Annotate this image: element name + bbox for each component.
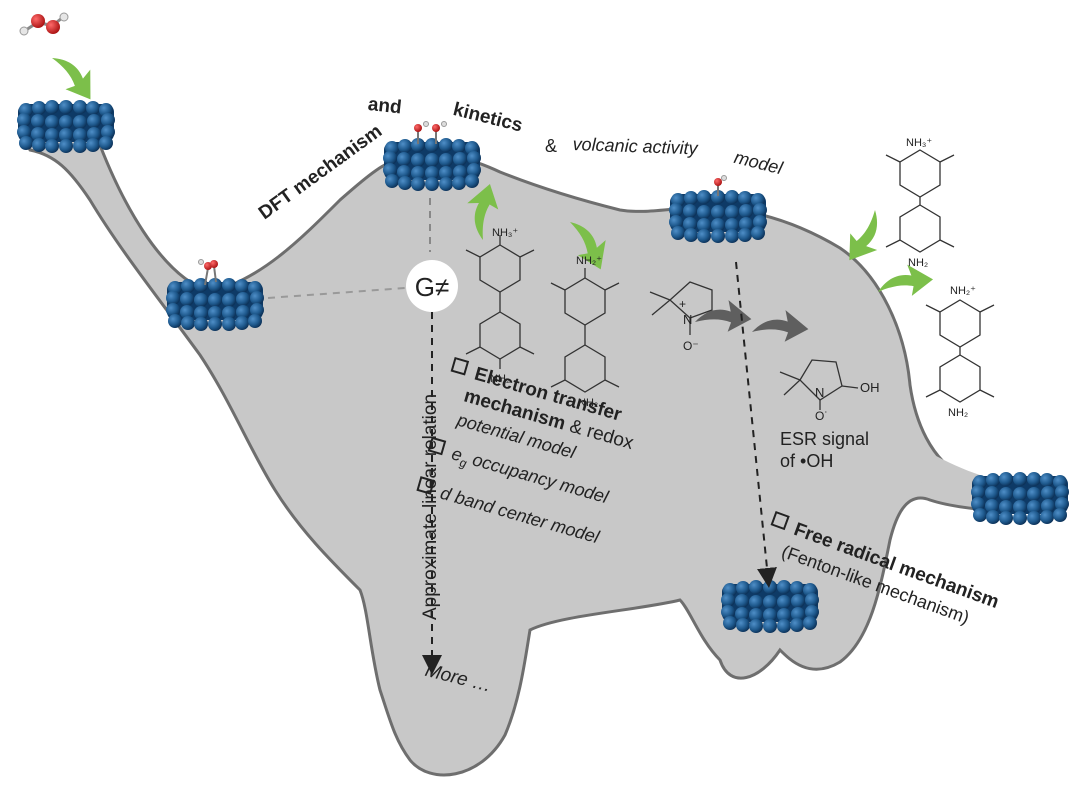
checkbox-icon [427,436,447,456]
nh2-plus-label: NH₂⁺ [576,255,602,267]
n-label: N [683,312,692,327]
and-label: and [366,94,403,119]
checkbox-icon [416,475,436,495]
plus-label: + [679,297,686,311]
o-radical-label: O˙ [815,409,828,423]
checkbox-icon [450,356,470,376]
molecule-tmb-2 [550,268,620,393]
tail-shape [880,420,990,505]
oh-label: OH [860,380,880,395]
molecule-tmb-1 [465,235,535,369]
g-activation-label: G≠ [415,272,450,302]
nh2-label: NH₂ [908,257,928,269]
nh2-plus-label: NH₂⁺ [950,285,976,297]
nh2-label: NH₂ [490,373,510,385]
n-label: N [815,385,824,400]
nanocluster-icon [721,580,819,633]
h2o2-molecule-icon [19,12,69,36]
adsorbate-icon [714,175,727,196]
ampersand-label: & [545,136,558,156]
nanocluster-icon [383,138,481,191]
nh2-label: NH₂ [948,407,968,419]
g-activation-circle [406,260,458,312]
volcanic-activity-label: volcanic activity [572,134,698,159]
molecule-tmb-4 [925,299,995,403]
molecule-dmpo [649,281,713,335]
checkbox-icon [770,510,790,531]
adsorbate-icon [414,121,447,144]
nanocluster-icon [669,190,767,243]
nh3-label: NH₃⁺ [492,227,518,239]
adsorbate-icon [198,259,218,286]
molecule-dmpo-oh [779,359,859,410]
nanocluster-icon [971,472,1069,525]
o-minus-label: O⁻ [683,339,699,353]
nanocluster-icon [166,278,264,331]
molecule-tmb-3 [885,149,955,253]
nh3-label: NH₃⁺ [906,137,932,149]
free-radical-arrow [735,261,777,588]
nanocluster-icon [17,100,115,153]
nh2-label: NH₂ [578,397,598,409]
dashed-connector [267,287,406,299]
green-arrow-icon [52,47,100,107]
esr-label: ESR signal of •OH [780,429,870,471]
